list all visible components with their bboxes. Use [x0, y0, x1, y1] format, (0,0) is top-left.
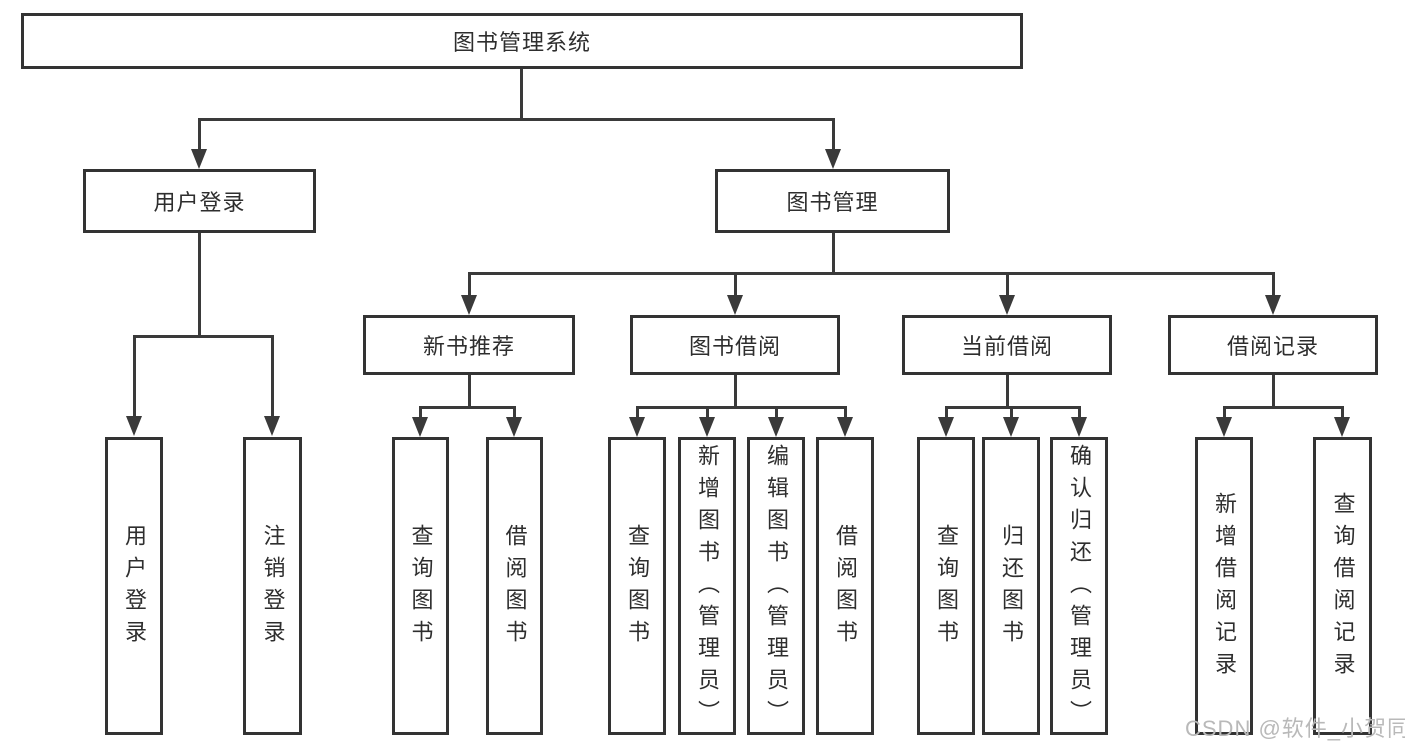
connector-groupB-stub	[734, 375, 737, 408]
connector-level3-rail	[468, 272, 1275, 275]
node-user-login: 用户登录	[83, 169, 316, 233]
connector-level2-rail	[198, 118, 835, 121]
connector-book-mgmt-stub	[832, 233, 835, 274]
leaf-logout: 注销登录	[243, 437, 302, 735]
connector-groupC-stub	[1006, 375, 1009, 408]
connector-groupB-drop4	[844, 406, 847, 419]
connector-groupD-drop1	[1223, 406, 1226, 419]
node-current-borrow: 当前借阅	[902, 315, 1112, 375]
connector-drop-leaf-logout	[271, 335, 274, 417]
connector-drop-new-book	[468, 272, 471, 296]
connector-drop-current-borrow	[1006, 272, 1009, 296]
leaf-user-login: 用户登录	[105, 437, 163, 735]
leaf-confirm-return-admin: 确认归还（管理员）	[1050, 437, 1108, 735]
arrow-down-icon	[412, 417, 428, 437]
connector-groupA-drop1	[419, 406, 422, 419]
arrow-down-icon	[264, 416, 280, 436]
connector-drop-user-login	[198, 118, 201, 150]
csdn-watermark: CSDN @软件_小贺同学	[1185, 716, 1405, 741]
leaf-edit-books-admin: 编辑图书（管理员）	[747, 437, 805, 735]
connector-groupA-drop2	[513, 406, 516, 419]
arrow-down-icon	[999, 295, 1015, 315]
connector-drop-leaf-login	[133, 335, 136, 417]
arrow-down-icon	[629, 417, 645, 437]
arrow-down-icon	[1071, 417, 1087, 437]
arrow-down-icon	[191, 149, 207, 169]
arrow-down-icon	[938, 417, 954, 437]
connector-drop-book-borrow	[734, 272, 737, 296]
arrow-down-icon	[1265, 295, 1281, 315]
connector-groupD-stub	[1272, 375, 1275, 408]
arrow-down-icon	[825, 149, 841, 169]
connector-groupD-rail	[1223, 406, 1343, 409]
arrow-down-icon	[837, 417, 853, 437]
connector-groupD-drop2	[1341, 406, 1344, 419]
node-book-management: 图书管理	[715, 169, 950, 233]
connector-groupA-rail	[419, 406, 516, 409]
connector-user-login-rail	[133, 335, 274, 338]
node-new-book-recommend: 新书推荐	[363, 315, 575, 375]
node-root-system: 图书管理系统	[21, 13, 1023, 69]
arrow-down-icon	[1334, 417, 1350, 437]
arrow-down-icon	[727, 295, 743, 315]
connector-groupB-rail	[636, 406, 846, 409]
node-borrow-records: 借阅记录	[1168, 315, 1378, 375]
connector-groupB-drop1	[636, 406, 639, 419]
connector-groupB-drop2	[706, 406, 709, 419]
leaf-query-books-recommend: 查询图书	[392, 437, 449, 735]
arrow-down-icon	[699, 417, 715, 437]
leaf-add-books-admin: 新增图书（管理员）	[678, 437, 736, 735]
connector-groupA-stub	[468, 375, 471, 408]
leaf-query-borrow-record: 查询借阅记录	[1313, 437, 1372, 735]
node-book-borrow: 图书借阅	[630, 315, 840, 375]
leaf-borrow-books-recommend: 借阅图书	[486, 437, 543, 735]
arrow-down-icon	[768, 417, 784, 437]
leaf-query-books-borrow: 查询图书	[608, 437, 666, 735]
leaf-query-books-current: 查询图书	[917, 437, 975, 735]
arrow-down-icon	[126, 416, 142, 436]
connector-groupC-drop2	[1010, 406, 1013, 419]
connector-groupC-drop3	[1078, 406, 1081, 419]
leaf-borrow-books: 借阅图书	[816, 437, 874, 735]
connector-root-stub	[520, 69, 523, 119]
arrow-down-icon	[506, 417, 522, 437]
connector-groupB-drop3	[775, 406, 778, 419]
arrow-down-icon	[1216, 417, 1232, 437]
arrow-down-icon	[461, 295, 477, 315]
connector-drop-borrow-records	[1272, 272, 1275, 296]
connector-user-login-stub	[198, 233, 201, 336]
leaf-return-books: 归还图书	[982, 437, 1040, 735]
arrow-down-icon	[1003, 417, 1019, 437]
connector-drop-book-mgmt	[832, 118, 835, 150]
connector-groupC-drop1	[945, 406, 948, 419]
leaf-add-borrow-record: 新增借阅记录	[1195, 437, 1253, 735]
